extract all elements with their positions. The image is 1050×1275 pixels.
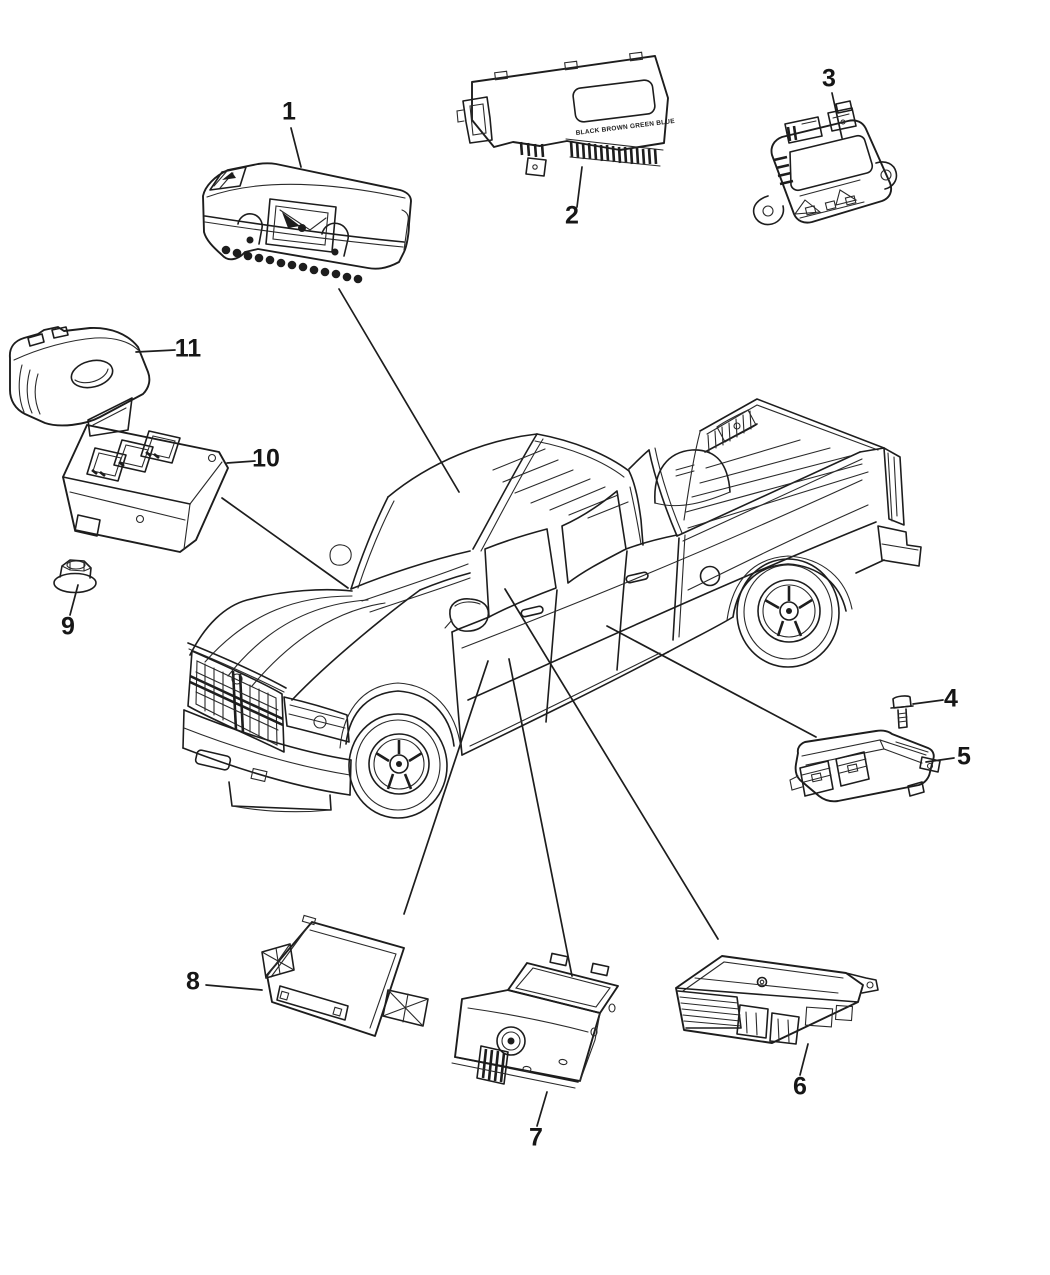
- nut-drawing: [54, 560, 96, 593]
- bolt-drawing: [891, 696, 913, 728]
- front-bumper: [183, 710, 351, 812]
- leader-lines: [70, 93, 954, 1126]
- module-3-drawing: [754, 101, 897, 225]
- module-11-opening: [68, 356, 115, 391]
- callout-2: 2: [565, 201, 579, 230]
- rear-wheel: [727, 556, 852, 667]
- wheel-hump: [655, 450, 730, 503]
- truck-front-end: [183, 573, 470, 818]
- rear-door-handle: [626, 572, 649, 584]
- grille-crosshatch: [196, 664, 278, 741]
- bed-headboard: [705, 411, 757, 452]
- bed-floor: [686, 440, 868, 528]
- module-7-grommet: [497, 1027, 525, 1055]
- callout-5: 5: [957, 742, 971, 771]
- roof-hatching: [493, 449, 628, 518]
- module-10-connectors: [87, 431, 180, 481]
- taillight: [884, 448, 904, 525]
- front-door-window: [485, 529, 556, 617]
- front-wheel: [340, 683, 461, 818]
- module-8-right-bracket: [383, 990, 428, 1026]
- front-door-handle: [521, 606, 544, 618]
- module-5-connectors: [800, 752, 869, 796]
- module-11-drawing: [10, 327, 150, 436]
- module-6-drawing: [676, 956, 878, 1044]
- callout-1: 1: [282, 97, 296, 126]
- tow-hook: [251, 769, 267, 782]
- module-3-top-connectors: [785, 101, 856, 143]
- callout-10: 10: [252, 444, 280, 473]
- rear-bumper: [878, 526, 921, 566]
- module-2-bracket: [457, 97, 492, 143]
- cowl-detail: [330, 545, 351, 565]
- callout-4: 4: [944, 684, 958, 713]
- module-2-drawing: BLACK BROWN GREEN BLUE: [457, 52, 676, 176]
- truck-cab: [330, 434, 884, 755]
- callout-7: 7: [529, 1123, 543, 1152]
- truck-drawing: [183, 399, 921, 818]
- callout-6: 6: [793, 1072, 807, 1101]
- callout-8: 8: [186, 967, 200, 996]
- callout-11: 11: [174, 334, 202, 363]
- grille: [188, 651, 284, 752]
- module-7-drawing: [452, 953, 618, 1088]
- front-wheel-spokes: [376, 740, 422, 789]
- fog-lamp: [195, 749, 231, 770]
- side-mirror: [445, 599, 488, 631]
- module-2-connector-comb: [521, 139, 663, 176]
- fuel-door: [701, 567, 720, 586]
- headlight: [284, 697, 349, 742]
- module-8-drawing: [262, 915, 428, 1036]
- module-10-drawing: [63, 425, 228, 552]
- module-6-connectors: [737, 1005, 799, 1044]
- module-8-left-bracket: [262, 944, 294, 978]
- callout-9: 9: [61, 612, 75, 641]
- callout-3: 3: [822, 64, 836, 93]
- module-1-coil-fringe: [221, 245, 363, 284]
- module-6-left-face: [678, 991, 741, 1028]
- module-1-connector: [266, 199, 336, 252]
- module-1-drawing: [203, 163, 411, 284]
- module-5-drawing: [790, 731, 940, 802]
- truck-bed: [655, 399, 921, 667]
- grille-emblem: [232, 674, 242, 684]
- rear-wheel-spokes: [765, 586, 812, 636]
